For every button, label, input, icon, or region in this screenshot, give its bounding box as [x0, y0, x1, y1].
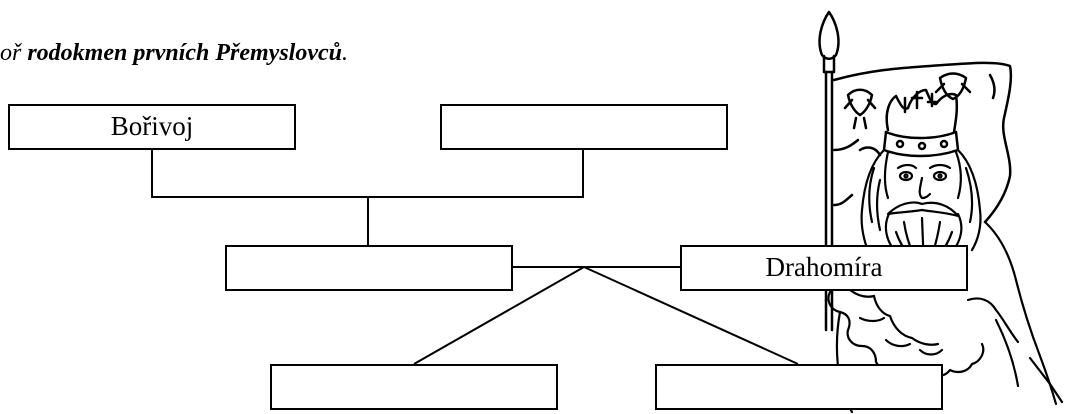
title-prefix: oř — [0, 40, 22, 66]
box-father — [225, 245, 513, 291]
connector-child-right — [583, 266, 799, 365]
box-grandfather: Bořivoj — [8, 104, 296, 150]
grandfather-name: Bořivoj — [110, 111, 194, 141]
title-bold: rodokmen prvních Přemyslovců — [27, 40, 342, 66]
connector-grandparents — [151, 150, 584, 198]
box-mother: Drahomíra — [680, 245, 968, 291]
box-child-right — [655, 364, 943, 410]
connector-child-left — [413, 266, 585, 365]
box-child-left — [270, 364, 558, 410]
worksheet-title: oř rodokmen prvních Přemyslovců. — [0, 40, 348, 67]
title-suffix: . — [342, 40, 348, 66]
mother-name: Drahomíra — [765, 252, 883, 282]
box-grandmother — [440, 104, 728, 150]
